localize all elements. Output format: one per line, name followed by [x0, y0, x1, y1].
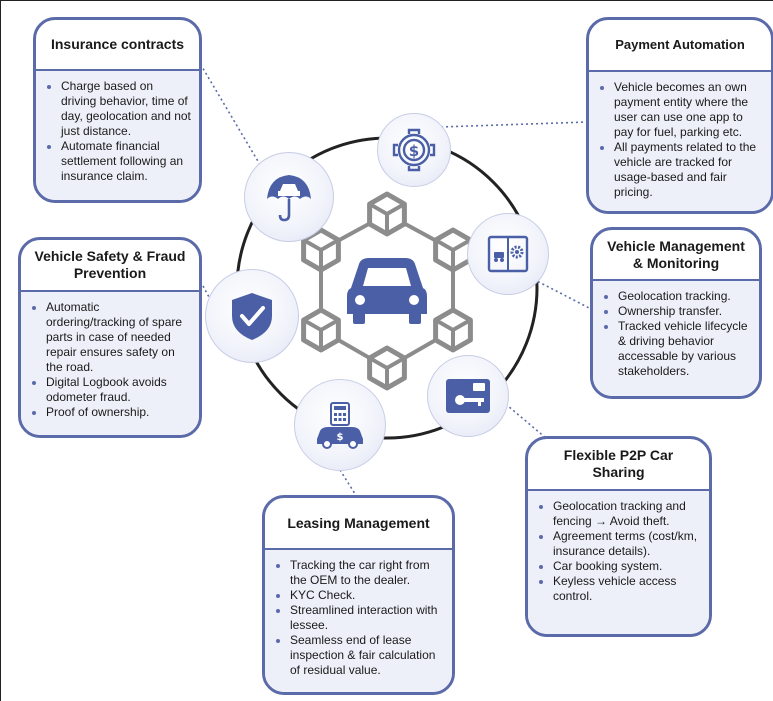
car-umbrella-glyph — [267, 175, 311, 222]
connectors — [197, 59, 594, 498]
card-p2p-car-sharing: Flexible P2P Car Sharing Geolocation tra… — [525, 436, 712, 637]
card-body: Automatic ordering/tracking of spare par… — [21, 290, 199, 435]
connector-management — [534, 279, 594, 311]
list-item: Vehicle becomes an own payment entity wh… — [614, 80, 763, 140]
card-title: Vehicle Management & Monitoring — [607, 237, 745, 271]
bullet-list: Tracking the car right from the OEM to t… — [275, 558, 444, 678]
list-item: Tracked vehicle lifecycle & driving beha… — [618, 319, 751, 379]
card-vehicle-management: Vehicle Management & Monitoring Geolocat… — [590, 227, 762, 399]
card-title: Leasing Management — [287, 514, 430, 531]
frame-top-border — [0, 0, 773, 1]
dollar-gear-glyph: $ — [392, 128, 436, 172]
svg-text:$: $ — [337, 432, 344, 443]
card-title: Flexible P2P Car Sharing — [563, 447, 674, 480]
list-item: Geolocation tracking. — [618, 289, 751, 304]
card-body: Tracking the car right from the OEM to t… — [265, 548, 452, 692]
list-item: Automate financial settlement following … — [61, 139, 191, 184]
list-item: Proof of ownership. — [46, 405, 191, 420]
center-car-icon — [347, 258, 427, 324]
center-car-light-right — [409, 295, 419, 305]
bullet-list: Geolocation tracking.Ownership transfer.… — [603, 289, 751, 379]
shield-check-glyph — [232, 293, 272, 340]
bullet-list: Automatic ordering/tracking of spare par… — [31, 300, 191, 420]
blockchain-network — [301, 191, 473, 391]
list-item: Agreement terms (cost/km, insurance deta… — [553, 529, 701, 559]
center-car-wheel-left — [353, 312, 365, 324]
card-vehicle-safety: Vehicle Safety & Fraud Prevention Automa… — [18, 237, 202, 438]
block-cube — [433, 307, 473, 353]
list-item: Car booking system. — [553, 559, 701, 574]
card-body: Charge based on driving behavior, time o… — [36, 69, 199, 200]
list-item: Ownership transfer. — [618, 304, 751, 319]
frame-left-border — [0, 0, 1, 701]
card-body: Vehicle becomes an own payment entity wh… — [589, 70, 771, 211]
connector-insurance — [197, 59, 263, 169]
card-title: Vehicle Safety & Fraud Prevention — [34, 248, 186, 281]
list-item: Seamless end of lease inspection & fair … — [290, 633, 444, 678]
car-calculator-glyph: $ — [317, 402, 363, 449]
block-cube — [367, 191, 407, 237]
block-cube — [301, 307, 341, 353]
list-item: Automatic ordering/tracking of spare par… — [46, 300, 191, 375]
bullet-list: Geolocation tracking and fencing → Avoid… — [538, 499, 701, 604]
block-cube — [367, 345, 407, 391]
list-item: Keyless vehicle access control. — [553, 574, 701, 604]
list-item: Streamlined interaction with lessee. — [290, 603, 444, 633]
list-item: All payments related to the vehicle are … — [614, 140, 763, 200]
card-body: Geolocation tracking and fencing → Avoid… — [528, 489, 709, 634]
card-title: Insurance contracts — [50, 36, 185, 53]
vehicle-gear-panel-icon — [467, 213, 549, 295]
center-car-window — [363, 268, 411, 286]
card-leasing-management: Leasing Management Tracking the car righ… — [262, 495, 455, 695]
connector-leasing — [339, 469, 358, 498]
car-umbrella-icon — [244, 152, 334, 242]
card-body: Geolocation tracking.Ownership transfer.… — [593, 279, 759, 396]
dollar-gear-icon: $ — [377, 113, 451, 187]
block-cube — [433, 227, 473, 273]
list-item: KYC Check. — [290, 588, 444, 603]
list-item: Tracking the car right from the OEM to t… — [290, 558, 444, 588]
card-payment-automation: Payment Automation Vehicle becomes an ow… — [586, 17, 773, 214]
card-insurance-contracts: Insurance contracts Charge based on driv… — [33, 17, 202, 203]
center-car-light-left — [355, 295, 365, 305]
car-key-card-glyph — [446, 379, 490, 413]
bullet-list: Vehicle becomes an own payment entity wh… — [599, 80, 763, 200]
car-calculator-icon: $ — [294, 379, 386, 471]
list-item: Charge based on driving behavior, time o… — [61, 79, 191, 139]
list-item: Geolocation tracking and fencing → Avoid… — [553, 499, 701, 529]
bullet-list: Charge based on driving behavior, time o… — [46, 79, 191, 184]
connector-payment — [439, 121, 589, 128]
svg-text:$: $ — [409, 142, 419, 160]
list-item: Digital Logbook avoids odometer fraud. — [46, 375, 191, 405]
block-cube — [301, 227, 341, 273]
shield-check-icon — [205, 269, 299, 363]
car-key-card-icon — [427, 355, 509, 437]
card-title: Payment Automation — [615, 37, 745, 53]
center-car-wheel-right — [409, 312, 421, 324]
vehicle-gear-panel-glyph — [487, 235, 529, 273]
